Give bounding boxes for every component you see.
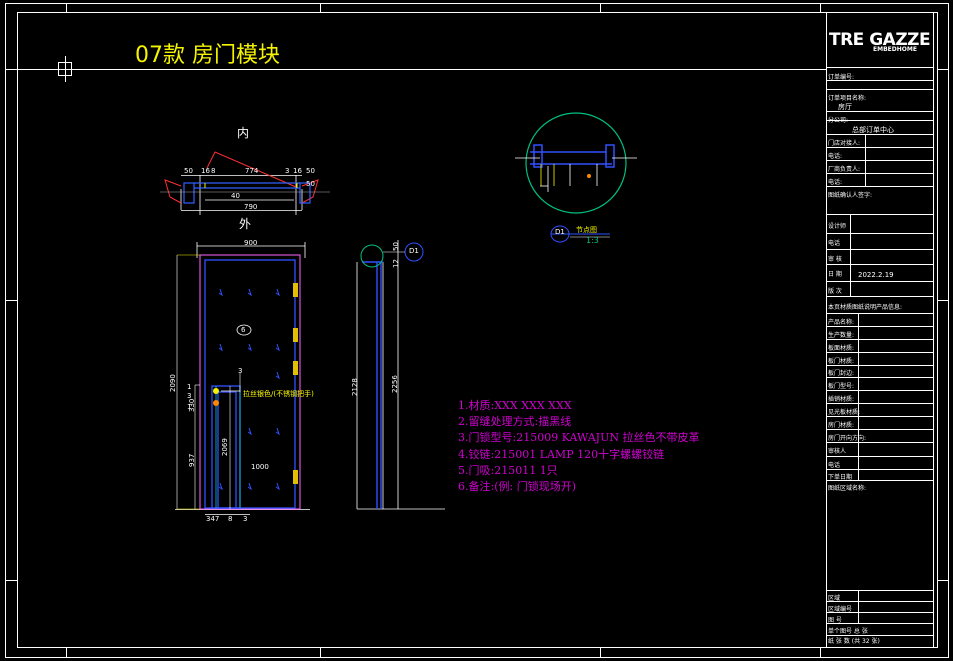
grain-markers: [218, 288, 280, 491]
dim-plan-2: 8: [211, 167, 216, 175]
dim-plan-9: 790: [244, 203, 258, 211]
tb-row: 生产数量:: [828, 332, 855, 339]
side-section: [356, 240, 445, 510]
brand-logo: TRE GAZZE: [829, 30, 931, 50]
label-inside: 内: [237, 126, 250, 140]
tb-bottom-row: 纸 张 数 (共 32 张): [828, 638, 880, 645]
specification-notes: 1.材质:XXX XXX XXX 2.留缝处理方式:描黑线 3.门锁型号:215…: [458, 398, 699, 495]
tb-row: 审核人: [828, 448, 847, 455]
note-line: 2.留缝处理方式:描黑线: [458, 415, 572, 429]
dim-left-2: 1: [187, 403, 192, 411]
tb-row: 板面材质:: [828, 345, 855, 352]
dim-bottom-2: 3: [243, 515, 248, 523]
tb-branch-value: 总部订单中心: [852, 126, 894, 134]
dim-left-1: 3: [187, 392, 192, 400]
note-line: 6.备注:(例: 门锁现场开): [458, 480, 576, 494]
tb-bottom-row: 单个图号 总 张: [828, 628, 868, 635]
dim-elevation-height: 2090: [169, 374, 177, 392]
tb-project-value: 房厅: [838, 103, 852, 111]
dim-plan-7: 50: [306, 180, 315, 188]
tb-row: 房门开向方向:: [828, 435, 867, 442]
hinges: [293, 283, 298, 484]
brand-logo-sub: EMBEDHOME: [873, 46, 917, 53]
tb-confirm-sign: 图纸确认人签字:: [828, 192, 873, 199]
note-line: 5.门吸:215011 1只: [458, 463, 558, 477]
tb-review: 审 核: [828, 256, 842, 263]
dim-side-top-1: 12: [392, 259, 400, 268]
tb-row: 板门型号:: [828, 383, 855, 390]
tb-order-no: 订单编号:: [828, 74, 855, 81]
tb-branch: 分公司:: [828, 117, 849, 124]
tb-row: 插销材质:: [828, 396, 855, 403]
door-frame-outline: [199, 254, 301, 510]
dim-bottom-0: 347: [206, 515, 220, 523]
tb-project-name: 订单项目名称:: [828, 95, 867, 102]
lock-note: 拉丝银色/(不锈钢把手): [243, 390, 314, 398]
tb-phone-2: 电话:: [828, 179, 843, 186]
tb-row: 下单日期: [828, 474, 853, 481]
tb-row: 板门材质:: [828, 358, 855, 365]
dim-lock-height: 2069: [221, 438, 229, 456]
tb-store-contact: 门店对接人:: [828, 140, 861, 147]
tb-date-label: 日 期: [828, 271, 842, 278]
dim-left-3: 330: [188, 398, 196, 412]
detail-scale: 1:3: [586, 236, 599, 245]
door-viewer: [236, 324, 252, 336]
tb-vendor: 厂商负责人:: [828, 166, 861, 173]
dim-plan-8: 40: [231, 192, 240, 200]
detail-mark-callout: D1: [409, 247, 419, 255]
tb-date-value: 2022.2.19: [858, 271, 894, 279]
dim-plan-1: 16: [201, 167, 210, 175]
dim-bottom-1: 8: [228, 515, 233, 523]
tb-row: 图纸区域名称:: [828, 485, 867, 492]
note-line: 1.材质:XXX XXX XXX: [458, 399, 572, 412]
dim-plan-0: 50: [184, 167, 193, 175]
tb-phone-1: 电话:: [828, 153, 843, 160]
dim-plan-5: 16: [293, 167, 302, 175]
dim-side-height-1: 2128: [351, 378, 359, 396]
detail-title: 节点图: [576, 226, 597, 234]
tb-bottom-row: 区域编号: [828, 606, 853, 613]
tb-bottom-row: 区域: [828, 595, 841, 602]
dim-side-top-0: 50: [392, 242, 400, 251]
tb-row: 电话: [828, 462, 841, 469]
tb-designer: 设计师: [828, 223, 847, 230]
dim-side-height-2: 2256: [391, 375, 399, 393]
detail-callout-circle: [360, 244, 384, 268]
dim-elevation-width: 900: [244, 239, 258, 247]
drawing-frame: [5, 3, 949, 658]
door-elevation: [175, 242, 310, 515]
title-block-grid: [826, 12, 934, 648]
detail-mark: D1: [555, 228, 565, 236]
dim-bottom-label: 1000: [251, 463, 269, 471]
dim-plan-6: 50: [306, 167, 315, 175]
label-outside: 外: [239, 217, 252, 231]
dim-plan-4: 3: [285, 167, 290, 175]
note-line: 4.铰链:215001 LAMP 120十字螺螺铰链: [458, 447, 665, 461]
dim-left-0: 1: [187, 383, 192, 391]
dim-viewer: 6: [241, 326, 246, 334]
tb-row: 见光板材质:: [828, 409, 861, 416]
tb-bottom-row: 图 号: [828, 617, 842, 624]
note-line: 3.门锁型号:215009 KAWAJUN 拉丝色不带皮革: [458, 431, 700, 445]
tb-info-header: 本页材质图纸说明产品信息:: [828, 304, 903, 311]
tb-row: 房门材质:: [828, 422, 855, 429]
dim-plan-3: 774: [245, 167, 259, 175]
dim-lock-offset: 3: [238, 367, 243, 375]
dim-left-4: 937: [188, 453, 196, 467]
lock-symbol: [213, 388, 240, 406]
tb-phone-3: 电话: [828, 240, 841, 247]
tb-row: 产品名称:: [828, 319, 855, 326]
plan-view: [160, 151, 330, 215]
tb-row: 板门封边:: [828, 370, 855, 377]
drawing-title: 07款 房门模块: [135, 43, 280, 68]
tb-version: 版 次: [828, 288, 842, 295]
detail-view-d1: [515, 112, 637, 243]
